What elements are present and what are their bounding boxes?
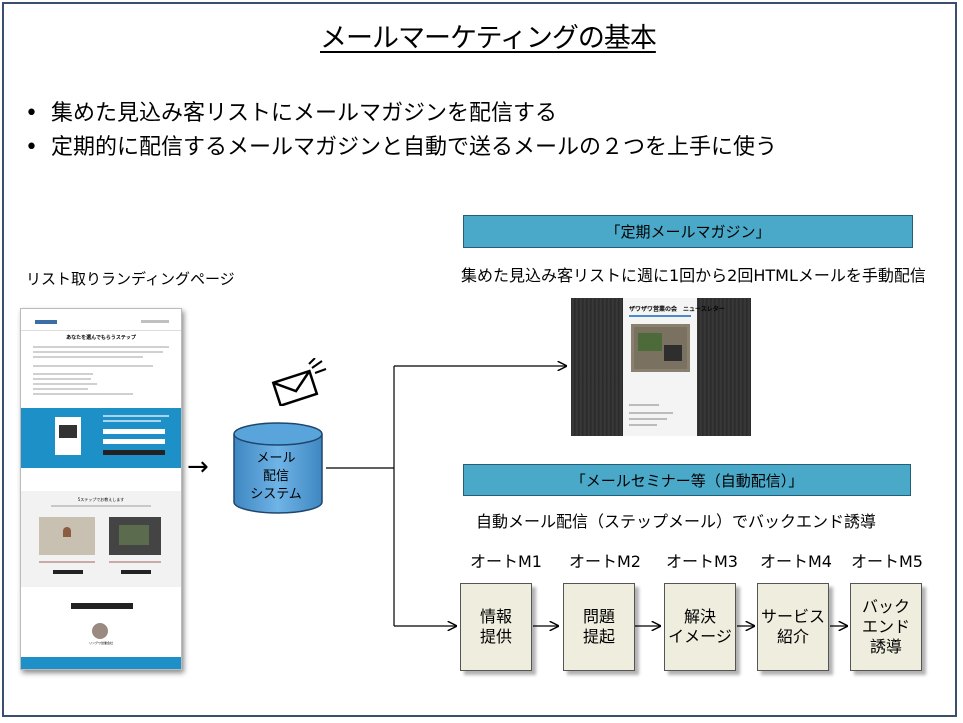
lp-detail-button[interactable] (121, 570, 151, 574)
lp-nav (141, 320, 169, 323)
bullet-item: • 定期的に配信するメールマガジンと自動で送るメールの２つを上手に使う (25, 129, 777, 161)
lp-profile-name: リングワ営業会社 (88, 641, 113, 645)
newsletter-photo (631, 324, 690, 372)
lp-name-input[interactable] (103, 429, 165, 434)
step-box-solution: 解決 イメージ (664, 583, 736, 671)
landing-page-thumbnail: あなたを選んでもらうステップ 5ステップでお教えします リングワ営業会社 (20, 308, 182, 670)
lp-email-input[interactable] (103, 439, 165, 444)
step-label: オートM1 (470, 552, 542, 571)
lp-seminar-section: 5ステップでお教えします (21, 491, 181, 587)
lp-profile-avatar (92, 623, 108, 639)
bullet-text: 定期的に配信するメールマガジンと自動で送るメールの２つを上手に使う (51, 135, 778, 160)
lp-heading: あなたを選んでもらうステップ (66, 335, 136, 341)
step-box-backend: バック エンド 誘導 (850, 583, 922, 671)
lp-seminar-text: 5ステップでお教えします (77, 497, 125, 502)
lp-cta-button[interactable] (71, 603, 133, 609)
lp-photo (109, 517, 161, 555)
step-box-text: 情報 提供 (479, 607, 512, 646)
envelope-icon (271, 358, 327, 406)
newsletter-image-title: ザワザワ営業の会 ニュースレター (629, 306, 725, 313)
auto-delivery-header: 「メールセミナー等（自動配信）」 (463, 464, 911, 496)
step-box-info: 情報 提供 (460, 583, 532, 671)
slide-title: メールマーケティングの基本 (320, 23, 657, 54)
auto-delivery-description: 自動メール配信（ステップメール）でバックエンド誘導 (476, 512, 877, 531)
lp-footer (21, 657, 181, 669)
mail-system-label: メール 配信 システム (250, 451, 302, 502)
step-box-text: 問題 提起 (582, 607, 615, 646)
lp-submit-button[interactable] (103, 450, 165, 455)
step-box-text: 解決 イメージ (668, 607, 732, 646)
newsletter-image: ザワザワ営業の会 ニュースレター (571, 298, 751, 436)
bullet-dot-icon: • (25, 101, 38, 126)
step-label: オートM3 (666, 552, 738, 571)
lp-signup-band (21, 408, 181, 468)
lp-ebook-cover (55, 417, 81, 455)
step-box-problem: 問題 提起 (563, 583, 635, 671)
step-box-text: サービス 紹介 (760, 607, 825, 646)
step-box-service: サービス 紹介 (757, 583, 829, 671)
newsletter-description: 集めた見込み客リストに週に1回から2回HTMLメールを手動配信 (461, 266, 926, 285)
lp-photo (39, 517, 95, 555)
database-icon (233, 422, 323, 514)
lp-detail-button[interactable] (53, 570, 83, 574)
step-label: オートM2 (569, 552, 641, 571)
bullet-dot-icon: • (25, 135, 38, 160)
right-arrow-icon: → (187, 452, 209, 482)
landing-page-caption: リスト取りランディングページ (26, 270, 235, 288)
lp-logo (35, 320, 57, 324)
bullet-text: 集めた見込み客リストにメールマガジンを配信する (51, 101, 558, 126)
step-label: オートM4 (760, 552, 832, 571)
bullet-item: • 集めた見込み客リストにメールマガジンを配信する (25, 95, 557, 127)
step-box-text: バック エンド 誘導 (861, 597, 910, 656)
newsletter-header: 「定期メールマガジン」 (463, 215, 913, 248)
step-label: オートM5 (851, 552, 923, 571)
